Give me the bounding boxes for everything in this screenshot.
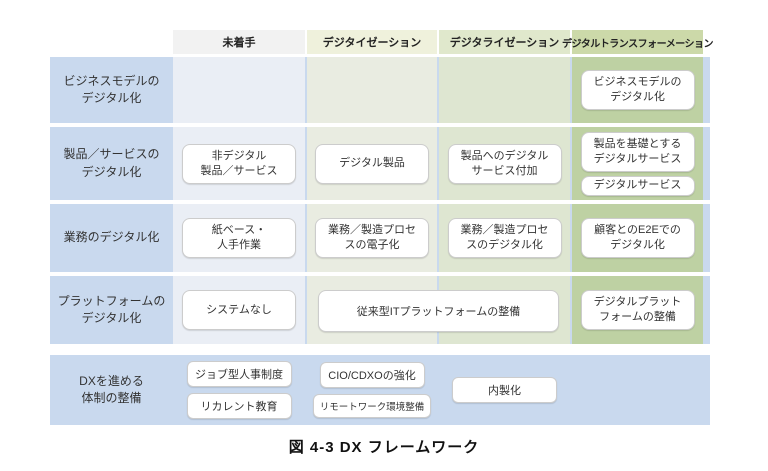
dx-framework-matrix: 未着手 デジタイゼーション デジタライゼーション デジタルトランスフォーメーショ…: [50, 30, 714, 425]
row-business-model: ビジネスモデルの デジタル化 ビジネスモデルの デジタル化: [50, 57, 710, 123]
box-non-digital-products: 非デジタル 製品／サービス: [182, 143, 296, 184]
row-label-platform: プラットフォームの デジタル化: [57, 293, 166, 325]
box-product-based-digital-service: 製品を基礎とする デジタルサービス: [580, 131, 695, 172]
box-remote-work-environment: リモートワーク環境整備: [312, 394, 432, 418]
box-process-digitalization: 業務／製造プロセ スのデジタル化: [447, 218, 562, 258]
box-job-based-hr: ジョブ型人事制度: [186, 361, 292, 387]
cell-products-digitalization: 製品へのデジタル サービス付加: [439, 127, 570, 200]
box-process-electronization: 業務／製造プロセ スの電子化: [315, 218, 429, 258]
box-legacy-it-platform: 従来型ITプラットフォームの整備: [318, 290, 559, 332]
cell-business-model-not-started: [173, 57, 305, 123]
box-digital-platform: デジタルプラット フォームの整備: [580, 290, 695, 330]
box-insourcing: 内製化: [452, 377, 557, 403]
cell-operations-not-started: 紙ベース・ 人手作業: [173, 204, 305, 272]
cell-operations-dx: 顧客とのE2Eでの デジタル化: [572, 204, 703, 272]
figure-caption: 図 4-3 DX フレームワーク: [288, 439, 480, 456]
cell-products-not-started: 非デジタル 製品／サービス: [173, 127, 305, 200]
box-cio-cdxo-strengthening: CIO/CDXOの強化: [319, 362, 425, 388]
box-digital-service: デジタルサービス: [580, 175, 695, 196]
row-label-products-services: 製品／サービスの デジタル化: [63, 147, 160, 179]
row-dx-organization: DXを進める 体制の整備 ジョブ型人事制度 リカレント教育 CIO/CDXOの強…: [50, 355, 710, 425]
row-label-operations: 業務のデジタル化: [63, 230, 160, 245]
box-digital-service-addon: 製品へのデジタル サービス付加: [447, 143, 562, 184]
cell-organization-col4: [572, 355, 703, 425]
cell-organization-col1: ジョブ型人事制度 リカレント教育: [173, 355, 305, 425]
cell-organization-col3: 内製化: [439, 355, 570, 425]
cell-organization-col2: CIO/CDXOの強化 リモートワーク環境整備: [307, 355, 437, 425]
box-e2e-customer-digitalization: 顧客とのE2Eでの デジタル化: [580, 218, 695, 258]
row-label-business-model: ビジネスモデルの デジタル化: [63, 73, 160, 105]
cell-business-model-digitalization: [439, 57, 570, 123]
row-operations: 業務のデジタル化 紙ベース・ 人手作業 業務／製造プロセ スの電子化 業務／製造…: [50, 204, 710, 272]
cell-business-model-dx: ビジネスモデルの デジタル化: [572, 57, 703, 123]
col-header-digitalization: デジタライゼーション: [439, 30, 570, 54]
cell-products-dx: 製品を基礎とする デジタルサービス デジタルサービス: [572, 127, 703, 200]
cell-operations-digitization: 業務／製造プロセ スの電子化: [307, 204, 437, 272]
box-digital-products: デジタル製品: [315, 143, 429, 184]
cell-business-model-digitization: [307, 57, 437, 123]
box-business-model-digitalized: ビジネスモデルの デジタル化: [580, 70, 695, 110]
col-header-digital-transformation: デジタルトランスフォーメーション: [562, 30, 714, 54]
column-header-row: 未着手 デジタイゼーション デジタライゼーション デジタルトランスフォーメーショ…: [50, 30, 714, 54]
box-paper-manual-work: 紙ベース・ 人手作業: [182, 218, 296, 258]
cell-platform-dx: デジタルプラット フォームの整備: [572, 276, 703, 344]
row-products-services: 製品／サービスの デジタル化 非デジタル 製品／サービス デジタル製品 製品への…: [50, 127, 710, 200]
cell-platform-not-started: システムなし: [173, 276, 305, 344]
cell-operations-digitalization: 業務／製造プロセ スのデジタル化: [439, 204, 570, 272]
row-label-dx-organization: DXを進める 体制の整備: [79, 373, 144, 405]
box-recurrent-education: リカレント教育: [186, 393, 292, 419]
box-no-system: システムなし: [182, 290, 296, 330]
col-header-not-started: 未着手: [173, 30, 305, 54]
row-platform: プラットフォームの デジタル化 システムなし デジタルプラット フォームの整備 …: [50, 276, 710, 344]
col-header-digitization: デジタイゼーション: [307, 30, 437, 54]
cell-products-digitization: デジタル製品: [307, 127, 437, 200]
